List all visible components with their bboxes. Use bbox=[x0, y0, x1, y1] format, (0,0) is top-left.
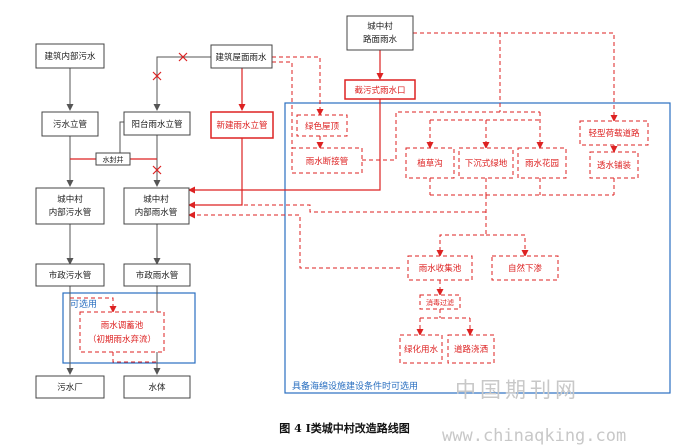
watermark-cn: 中国期刊网 bbox=[455, 378, 580, 402]
road-washing-box bbox=[447, 334, 495, 364]
watermark-url: www.chinaqking.com bbox=[442, 426, 627, 446]
optional-connectors bbox=[70, 32, 618, 363]
roof-rainwater-label: 建筑屋面雨水 bbox=[215, 52, 267, 63]
municipal-sewer-label: 市政污水管 bbox=[49, 270, 92, 281]
municipal-sewer-box bbox=[35, 263, 105, 287]
sunken-green-box bbox=[458, 147, 514, 179]
sewage-plant-label: 污水厂 bbox=[57, 382, 83, 393]
figure-caption: 图 4 Ⅰ类城中村改造路线图 bbox=[279, 422, 410, 435]
optional-region bbox=[62, 292, 196, 364]
light-traffic-road-box bbox=[579, 120, 649, 146]
intercept-inlet-box bbox=[344, 79, 416, 100]
road-washing-label: 道路浇洒 bbox=[454, 344, 489, 355]
water-seal-box bbox=[95, 152, 131, 166]
sunken-green-label: 下沉式绿地 bbox=[465, 158, 508, 169]
disinfection-filter-label: 消毒过滤 bbox=[426, 298, 454, 307]
municipal-storm-box bbox=[123, 263, 191, 287]
new-rain-riser-label: 新建雨水立管 bbox=[216, 120, 267, 131]
disinfection-filter-box bbox=[419, 294, 461, 310]
rain-garden-label: 雨水花园 bbox=[525, 158, 559, 169]
new-connectors bbox=[70, 50, 384, 209]
natural-infiltration-label: 自然下渗 bbox=[508, 263, 543, 274]
removed-connection-marks bbox=[152, 52, 188, 175]
permeable-paving-box bbox=[589, 151, 639, 179]
sewage-plant-box bbox=[35, 375, 105, 399]
new-rain-riser-box bbox=[210, 111, 274, 139]
village-internal-storm-box bbox=[123, 187, 190, 225]
green-irrigation-label: 绿化用水 bbox=[404, 344, 439, 355]
green-irrigation-box bbox=[399, 334, 443, 364]
sewage-riser-label: 污水立管 bbox=[53, 119, 87, 130]
building-internal-sewage-box bbox=[35, 43, 105, 69]
village-internal-storm-line1: 城中村 bbox=[143, 194, 169, 205]
village-road-rain-line2: 路面雨水 bbox=[363, 34, 398, 45]
balcony-rain-riser-label: 阳台雨水立管 bbox=[131, 119, 182, 130]
grass-swale-label: 植草沟 bbox=[417, 158, 443, 169]
storage-tank-box bbox=[79, 311, 165, 353]
green-roof-box bbox=[296, 114, 348, 137]
village-road-rain-box bbox=[346, 15, 414, 51]
light-traffic-road-label: 轻型荷载道路 bbox=[588, 128, 640, 139]
water-seal-label: 水封井 bbox=[103, 155, 124, 164]
village-internal-sewer-line1: 城中村 bbox=[57, 194, 83, 205]
village-internal-sewer-box bbox=[35, 187, 105, 225]
roof-rainwater-box bbox=[210, 44, 273, 69]
grass-swale-box bbox=[405, 147, 455, 179]
village-internal-sewer-line2: 内部污水管 bbox=[49, 207, 92, 218]
water-body-box bbox=[123, 375, 191, 399]
water-body-label: 水体 bbox=[148, 382, 166, 393]
sewage-riser-box bbox=[41, 111, 99, 137]
permeable-paving-label: 透水铺装 bbox=[597, 160, 632, 171]
village-road-rain-line1: 城中村 bbox=[367, 21, 393, 32]
intercept-inlet-label: 截污式雨水口 bbox=[354, 85, 405, 96]
municipal-storm-label: 市政雨水管 bbox=[136, 270, 179, 281]
rain-tank-box bbox=[407, 255, 473, 281]
optional-region-label: 可选用 bbox=[70, 298, 97, 310]
optional-node-labels: 绿色屋顶 雨水断接管 植草沟 下沉式绿地 雨水花园 轻型荷载道路 透水铺装 雨水… bbox=[88, 121, 640, 355]
optional-nodes bbox=[79, 114, 649, 364]
new-nodes: 截污式雨水口 新建雨水立管 bbox=[210, 79, 416, 139]
balcony-rain-riser-box bbox=[123, 111, 191, 136]
storage-tank-line2: （初期雨水弃流） bbox=[88, 334, 156, 345]
village-internal-storm-line2: 内部雨水管 bbox=[135, 207, 178, 218]
storage-tank-line1: 雨水调蓄池 bbox=[101, 320, 144, 331]
green-roof-label: 绿色屋顶 bbox=[305, 121, 340, 132]
rain-garden-box bbox=[517, 147, 567, 179]
existing-connectors bbox=[66, 56, 211, 375]
existing-nodes: 建筑内部污水 污水立管 城中村 内部污水管 市政污水管 污水厂 建筑屋面雨水 阳… bbox=[35, 15, 414, 399]
building-internal-sewage-label: 建筑内部污水 bbox=[44, 51, 96, 62]
rain-tank-label: 雨水收集池 bbox=[419, 263, 462, 274]
downspout-disconnect-label: 雨水断接管 bbox=[306, 156, 349, 167]
downspout-disconnect-box bbox=[291, 147, 363, 174]
natural-infiltration-box bbox=[491, 255, 559, 281]
sponge-region-label: 具备海绵设施建设条件时可选用 bbox=[292, 380, 418, 392]
sponge-facility-region bbox=[284, 102, 671, 394]
